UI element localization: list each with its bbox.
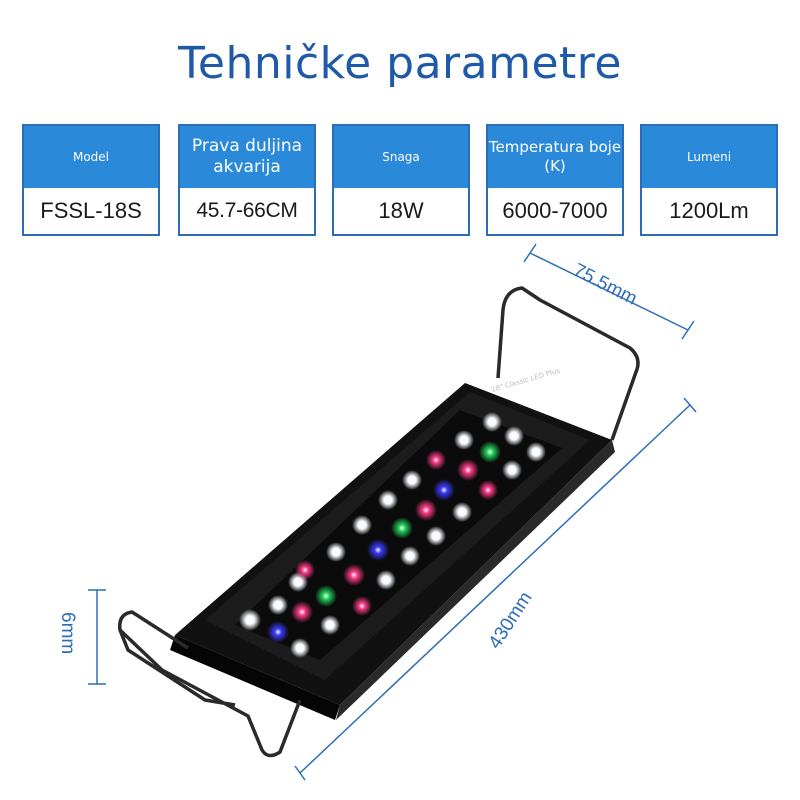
length-dimension-line <box>299 404 691 774</box>
led-green <box>391 517 413 539</box>
led-red <box>415 499 437 521</box>
spec-label-power: Snaga <box>334 126 468 188</box>
led-red <box>295 560 315 580</box>
led-white <box>504 426 524 446</box>
led-green <box>479 441 501 463</box>
led-white <box>526 442 546 462</box>
spec-card-color-temp: Temperatura boje (K) 6000-7000 <box>486 124 624 236</box>
svg-text:18" Classic LED Plus: 18" Classic LED Plus <box>490 367 561 394</box>
led-white <box>290 638 310 658</box>
led-white <box>326 542 346 562</box>
front-bracket <box>118 610 302 758</box>
led-white <box>376 570 396 590</box>
led-red <box>457 459 479 481</box>
led-red <box>343 564 365 586</box>
width-dimension-label: 75.5mm <box>570 260 641 310</box>
led-white <box>482 412 502 432</box>
height-dimension-label: 6mm <box>57 612 78 654</box>
spec-card-model: Model FSSL-18S <box>22 124 160 236</box>
spec-value-length: 45.7-66CM <box>196 199 298 222</box>
spec-label-color-temp: Temperatura boje (K) <box>488 126 622 188</box>
led-white <box>352 515 372 535</box>
led-blue <box>267 621 289 643</box>
spec-card-lumens: Lumeni 1200Lm <box>640 124 778 236</box>
led-white <box>378 490 398 510</box>
led-blue <box>367 539 389 561</box>
led-array <box>239 412 546 658</box>
led-white <box>400 546 420 566</box>
led-blue <box>433 479 455 501</box>
spec-label-model: Model <box>24 126 158 188</box>
spec-label-length: Prava duljina akvarija <box>180 126 314 188</box>
led-green <box>315 585 337 607</box>
light-body: 18" Classic LED Plus <box>170 367 615 720</box>
led-white <box>502 460 522 480</box>
spec-value-color-temp: 6000-7000 <box>502 198 608 223</box>
length-dimension-label: 430mm <box>485 588 537 653</box>
led-white <box>268 595 288 615</box>
led-white <box>402 470 422 490</box>
spec-card-length: Prava duljina akvarija 45.7-66CM <box>178 124 316 236</box>
spec-value-model: FSSL-18S <box>40 198 142 223</box>
led-red <box>426 450 446 470</box>
width-dimension-line <box>529 252 689 331</box>
spec-label-lumens: Lumeni <box>642 126 776 188</box>
led-white <box>452 502 472 522</box>
back-bracket <box>496 286 640 441</box>
spec-value-lumens: 1200Lm <box>669 198 749 223</box>
led-white <box>320 615 340 635</box>
spec-card-power: Snaga 18W <box>332 124 470 236</box>
led-red <box>352 596 372 616</box>
led-red <box>478 480 498 500</box>
page-title: Tehničke parametre <box>178 38 622 89</box>
led-red <box>291 601 313 623</box>
led-white <box>239 609 261 631</box>
led-white <box>426 526 446 546</box>
dimension-lines <box>88 243 697 781</box>
led-white <box>454 430 474 450</box>
spec-value-power: 18W <box>378 198 424 223</box>
